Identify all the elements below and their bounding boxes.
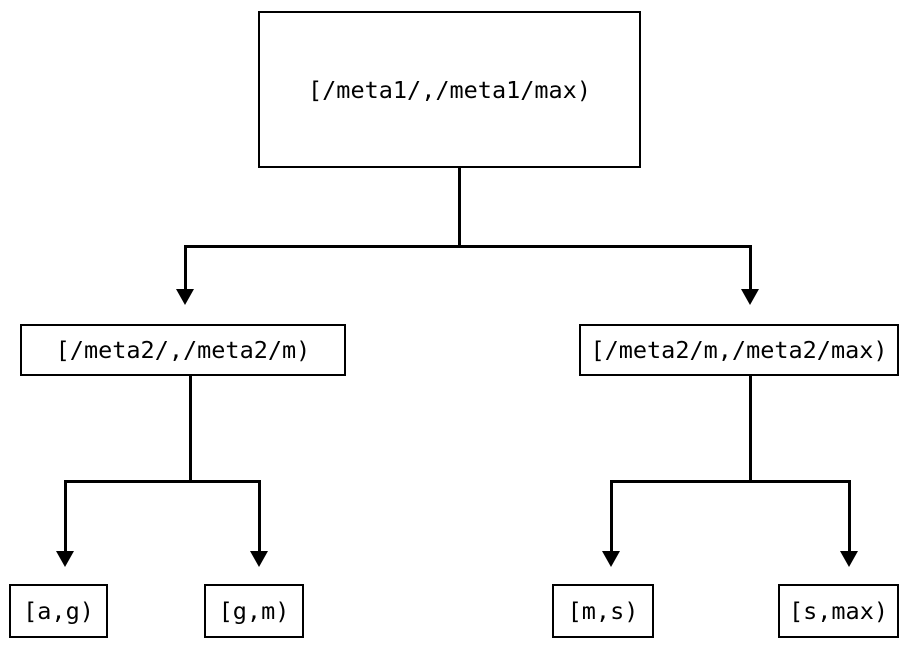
node-mid-right[interactable]: [/meta2/m,/meta2/max) xyxy=(579,324,899,376)
edge-root-stem xyxy=(458,168,461,247)
node-leaf-4-label: [s,max) xyxy=(788,597,889,625)
arrowhead-to-leaf-2 xyxy=(250,551,268,567)
node-leaf-1-label: [a,g) xyxy=(23,597,94,625)
edge-mid-left-crossbar xyxy=(64,480,261,483)
arrowhead-to-leaf-3 xyxy=(602,551,620,567)
edge-mid-right-crossbar xyxy=(610,480,851,483)
edge-mid-right-to-leaf4-drop xyxy=(848,480,851,553)
node-leaf-2-label: [g,m) xyxy=(218,597,290,625)
edge-root-to-mid-right-drop xyxy=(749,245,752,291)
node-root-label: [/meta1/,/meta1/max) xyxy=(308,75,591,104)
node-mid-left-label: [/meta2/,/meta2/m) xyxy=(55,336,311,364)
node-mid-left[interactable]: [/meta2/,/meta2/m) xyxy=(20,324,346,376)
node-mid-right-label: [/meta2/m,/meta2/max) xyxy=(590,336,888,364)
edge-mid-right-stem xyxy=(749,376,752,483)
arrowhead-to-leaf-4 xyxy=(840,551,858,567)
node-leaf-4[interactable]: [s,max) xyxy=(778,584,899,638)
arrowhead-to-mid-right xyxy=(741,289,759,305)
edge-mid-right-to-leaf3-drop xyxy=(610,480,613,553)
node-leaf-2[interactable]: [g,m) xyxy=(204,584,304,638)
arrowhead-to-leaf-1 xyxy=(56,551,74,567)
node-leaf-3[interactable]: [m,s) xyxy=(552,584,654,638)
edge-mid-left-stem xyxy=(189,376,192,483)
edge-mid-left-to-leaf2-drop xyxy=(258,480,261,553)
node-leaf-1[interactable]: [a,g) xyxy=(9,584,108,638)
edge-root-to-mid-left-drop xyxy=(184,245,187,291)
node-leaf-3-label: [m,s) xyxy=(567,597,639,625)
arrowhead-to-mid-left xyxy=(176,289,194,305)
edge-mid-left-to-leaf1-drop xyxy=(64,480,67,553)
edge-root-crossbar xyxy=(184,245,752,248)
node-root[interactable]: [/meta1/,/meta1/max) xyxy=(258,11,641,168)
